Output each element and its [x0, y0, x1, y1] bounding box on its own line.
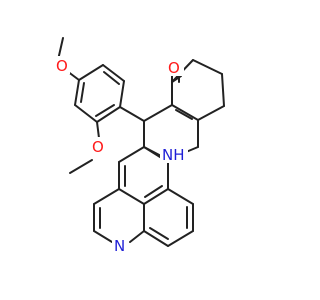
bond [103, 71, 120, 85]
bond [144, 185, 163, 198]
bond [143, 188, 169, 205]
bond [78, 64, 104, 81]
bond [74, 79, 80, 106]
bond [171, 104, 199, 121]
bond [93, 230, 113, 243]
methoxy-oxygen-label-bottom: O [92, 138, 104, 156]
pyridine-nitrogen-label: N [114, 237, 125, 255]
bond-layer [57, 37, 225, 247]
bond [143, 104, 173, 122]
bond [143, 230, 169, 247]
bond [74, 104, 98, 123]
bond [118, 146, 145, 163]
bond [93, 188, 120, 205]
bond [129, 230, 145, 243]
bond [119, 106, 145, 122]
bond [118, 188, 145, 205]
methoxy-oxygen-label-top: O [56, 57, 68, 75]
bond [119, 80, 125, 108]
bond [175, 109, 193, 120]
bond [69, 159, 93, 174]
bond [221, 73, 225, 107]
bond [197, 105, 225, 121]
bond [167, 230, 194, 247]
bond [80, 82, 85, 103]
ketone-oxygen-label: O [168, 59, 180, 77]
bond [96, 106, 121, 123]
molecule-structure: O O O NH N [54, 37, 225, 255]
bond [95, 104, 115, 117]
amine-nh-label: NH [162, 146, 185, 164]
bond [149, 227, 169, 240]
bond [167, 188, 194, 205]
bond [96, 121, 100, 139]
bond [192, 59, 223, 75]
atom-labels: O O O NH N [54, 56, 188, 255]
bond [102, 64, 125, 82]
